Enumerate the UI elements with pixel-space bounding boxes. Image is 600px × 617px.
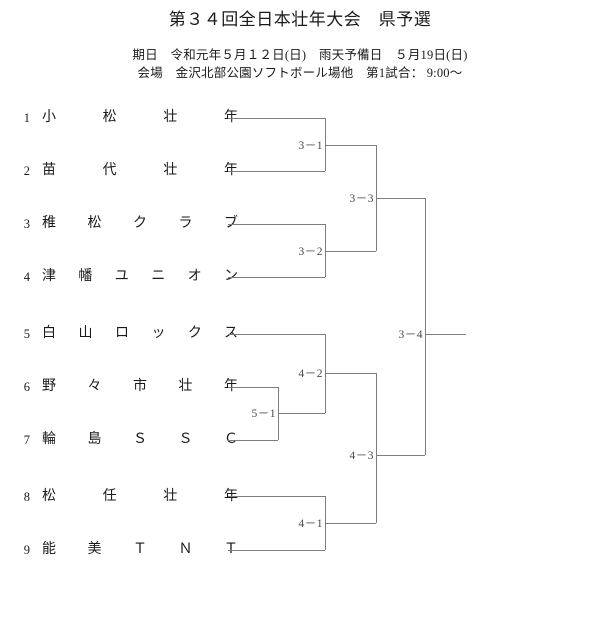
team-number: 4 <box>23 270 30 284</box>
match-label-3-3: 3－3 <box>349 193 374 205</box>
bracket-line-team-1 <box>228 118 325 119</box>
page-title: 第３４回全日本壮年大会 県予選 <box>168 10 432 29</box>
event-venue-line: 会場 金沢北部公園ソフトボール場他 第1試合： 9:00～ <box>137 66 463 80</box>
bracket-line-champion <box>425 334 466 335</box>
bracket-line-m41-out <box>325 523 376 524</box>
bracket-line-team-8 <box>228 496 325 497</box>
team-name: 小松壮年 <box>42 110 238 125</box>
bracket-line-team-3 <box>228 224 325 225</box>
team-number: 2 <box>23 164 30 178</box>
team-number: 6 <box>23 380 30 394</box>
team-number: 9 <box>23 543 30 557</box>
match-label-3-1: 3－1 <box>298 140 323 152</box>
bracket-line-m31-out <box>325 145 376 146</box>
bracket-line-team-4 <box>228 277 325 278</box>
bracket-connector-m34 <box>425 198 426 455</box>
bracket-line-m43-out <box>376 455 425 456</box>
match-label-4-1: 4－1 <box>298 518 323 530</box>
team-number: 7 <box>23 433 30 447</box>
bracket-line-team-9 <box>228 550 325 551</box>
bracket-line-team-5 <box>228 334 325 335</box>
team-name: 白山ロックス <box>42 326 238 341</box>
team-name: 稚松クラブ <box>42 216 238 231</box>
team-name: 能美ＴＮＴ <box>42 542 238 557</box>
match-label-4-2: 4－2 <box>298 368 323 380</box>
bracket-line-team-6 <box>228 387 278 388</box>
team-number: 8 <box>23 490 30 504</box>
bracket-connector-m32 <box>325 224 326 277</box>
event-date-line: 期日 令和元年５月１２日(日) 雨天予備日 ５月19日(日) <box>132 48 468 62</box>
bracket-line-team-7 <box>228 440 278 441</box>
bracket-line-m33-out <box>376 198 425 199</box>
match-label-3-4: 3－4 <box>398 329 423 341</box>
team-name: 苗代壮年 <box>42 163 238 178</box>
bracket-connector-m31 <box>325 118 326 171</box>
bracket-line-team-2 <box>228 171 325 172</box>
bracket-line-m42-out <box>325 373 376 374</box>
bracket-line-m51-out <box>278 413 325 414</box>
team-number: 1 <box>23 111 30 125</box>
team-name: 野々市壮年 <box>42 379 238 394</box>
team-name: 輪島ＳＳＣ <box>42 432 238 447</box>
team-number: 5 <box>23 327 30 341</box>
match-label-5-1: 5－1 <box>251 408 276 420</box>
team-number: 3 <box>23 217 30 231</box>
bracket-connector-m43 <box>376 373 377 523</box>
bracket-line-m32-out <box>325 251 376 252</box>
match-label-4-3: 4－3 <box>349 450 374 462</box>
match-label-3-2: 3－2 <box>298 246 323 258</box>
team-name: 松任壮年 <box>42 489 238 504</box>
team-name: 津幡ユニオン <box>42 269 238 284</box>
